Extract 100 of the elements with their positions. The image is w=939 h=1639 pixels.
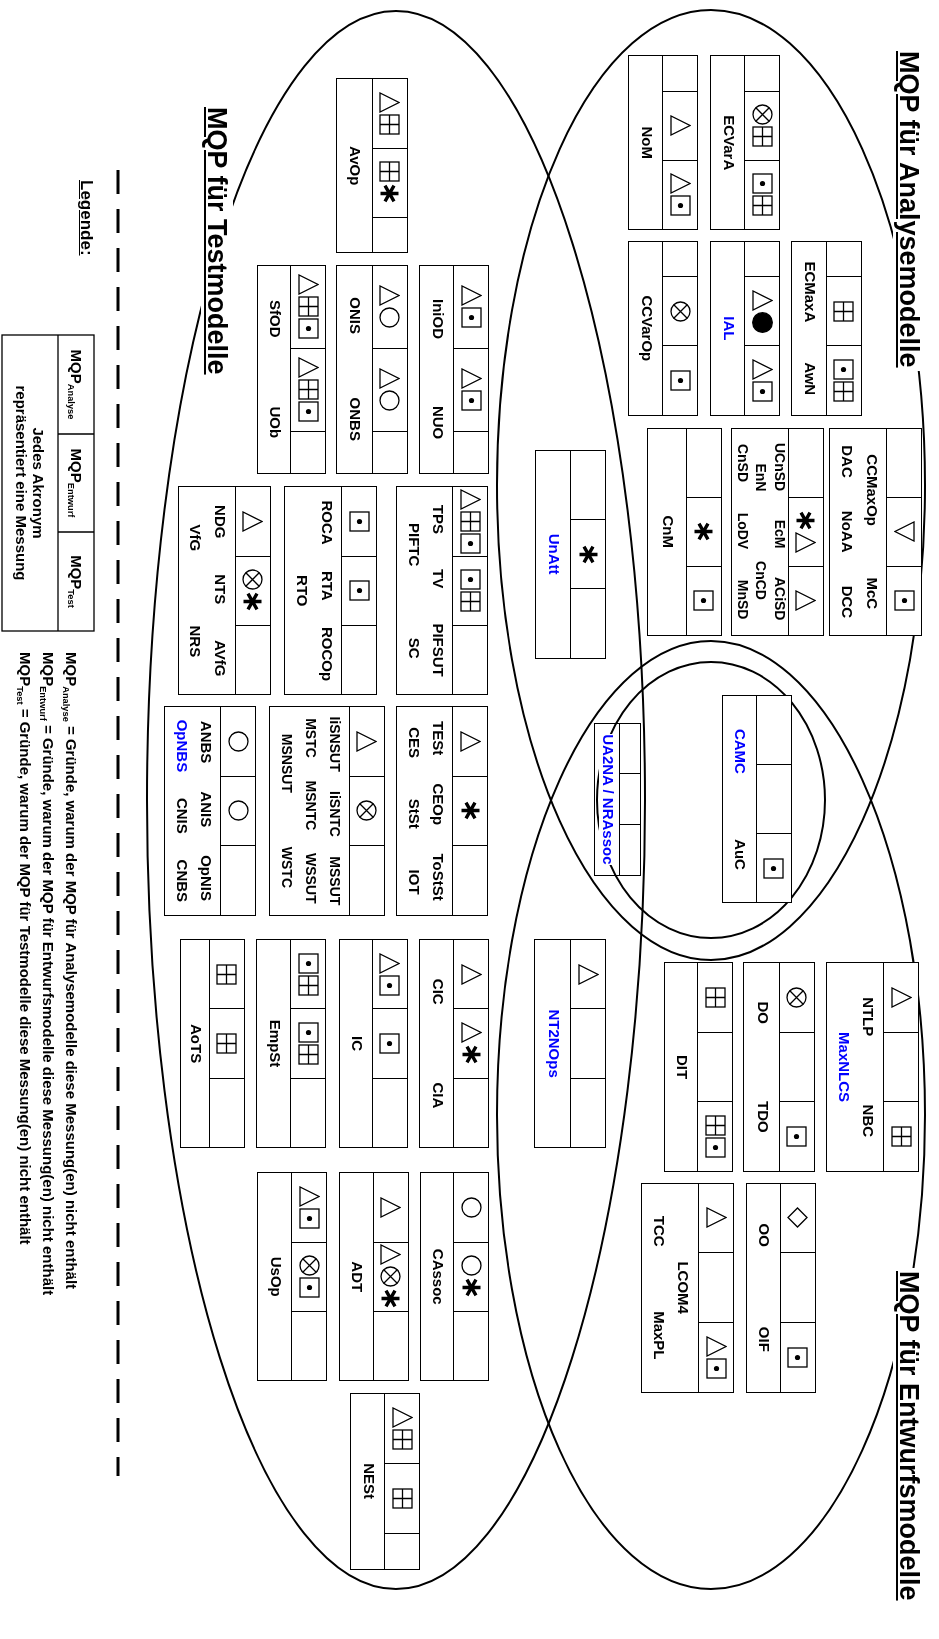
acronym: IniOD (429, 299, 446, 339)
acronym: AwN (801, 362, 818, 396)
acronym: OpNIS (197, 855, 214, 901)
measure-card (710, 55, 781, 230)
acronym: CEOp (429, 783, 446, 826)
measure-card (256, 939, 327, 1149)
acronym: AVfG (211, 640, 229, 677)
acronym: CnM (659, 515, 676, 548)
acronym: MSTC (302, 718, 318, 758)
acronym: MSNTC (302, 780, 318, 831)
acronym: LoDV (734, 512, 751, 550)
measure-card (829, 427, 923, 636)
acronym: MSNSUT (278, 733, 294, 793)
acronym: IiSNSUT (326, 716, 342, 772)
measure-card (664, 962, 733, 1173)
measure-card (534, 939, 607, 1149)
acronym: CAMC (731, 728, 749, 774)
acronym: RTO (293, 575, 311, 607)
acronym: ECMaxA (801, 261, 818, 323)
acronym: IC (348, 1036, 365, 1052)
acronym: DCC (838, 585, 855, 619)
measure-card (743, 962, 815, 1173)
acronym: NDG (211, 505, 229, 539)
acronym: ANIS (197, 791, 214, 828)
acronym: OpNBS (173, 719, 190, 773)
acronym: UsOp (267, 1256, 284, 1297)
measure-card (419, 264, 490, 474)
acronym: ANBS (197, 720, 214, 764)
acronym: DAC (838, 445, 855, 478)
measure-card (338, 939, 408, 1149)
acronym: WSTC (278, 846, 294, 888)
measure-card (790, 240, 862, 417)
measure-card (647, 427, 722, 636)
acronym: OO (755, 1223, 773, 1247)
acronym: ROCOp (318, 626, 335, 682)
measure-card (350, 1392, 421, 1570)
measure-card (721, 695, 792, 904)
acronym: ROCA (318, 500, 335, 545)
legend-title: Legende: (76, 180, 96, 256)
acronym: MaxNLCS (835, 1032, 852, 1103)
acronym: EnN (753, 463, 769, 492)
acronym: LCOM4 (674, 1261, 692, 1314)
acronym: CnSD (734, 443, 751, 483)
acronym: McC (863, 577, 880, 610)
acronym: PIFTC (405, 522, 422, 567)
measure-card (628, 55, 699, 230)
acronym: TPS (429, 504, 446, 534)
acronym: AuC (731, 839, 749, 870)
acronym: VfG (186, 524, 204, 552)
acronym: RTA (318, 570, 335, 601)
acronym: CIC (429, 978, 446, 1005)
acronym: ECVarA (720, 115, 737, 171)
measure-card (335, 78, 408, 254)
acronym: TV (429, 569, 446, 589)
acronym: CES (405, 727, 422, 759)
acronym: MnSD (734, 579, 751, 620)
acronym: TCC (650, 1215, 667, 1247)
measure-card (628, 240, 699, 417)
set-title: MQP für Testmodelle (200, 104, 233, 378)
acronym: ONBS (346, 397, 364, 441)
acronym: UCnSD (771, 442, 787, 492)
acronym: CCMaxOp (863, 454, 880, 527)
measure-card (284, 486, 378, 696)
acronym: NESt (360, 1463, 377, 1500)
measure-card (826, 962, 920, 1173)
measure-card (420, 1172, 490, 1382)
measure-card (419, 939, 490, 1149)
acronym: DIT (673, 1055, 690, 1080)
acronym: DO (754, 1001, 771, 1024)
acronym: IAL (720, 316, 737, 341)
acronym: ADT (348, 1261, 366, 1293)
measure-card (535, 449, 607, 659)
acronym: AvOp (346, 146, 364, 186)
measure-card (730, 427, 824, 636)
acronym: CNIS (173, 797, 190, 834)
measure-card (338, 1172, 409, 1382)
acronym: SfOD (266, 300, 284, 338)
acronym: CNBS (173, 859, 190, 903)
acronym: EmpSt (266, 1019, 283, 1068)
acronym: CnCD (753, 561, 769, 600)
acronym: UnAtt (545, 533, 563, 575)
measure-card (396, 486, 489, 696)
acronym: ONIS (346, 297, 364, 334)
acronym: CAssoc (429, 1248, 447, 1305)
acronym: CCVarOp (638, 295, 655, 362)
acronym: UOb (266, 406, 284, 439)
acronym: NRS (186, 625, 204, 658)
acronym: OIF (755, 1326, 773, 1352)
acronym: AoTS (187, 1023, 204, 1064)
measure-card (335, 264, 408, 474)
measure-card (641, 1182, 735, 1393)
acronym: ACiSD (771, 576, 787, 621)
acronym: NoM (638, 126, 655, 159)
measure-card (593, 722, 641, 877)
set-ellipse (596, 661, 826, 939)
acronym: EcM (771, 519, 787, 549)
measure-card (177, 486, 271, 696)
acronym: NoAA (838, 510, 855, 553)
acronym: NTS (211, 574, 229, 605)
acronym: WSSUT (302, 853, 318, 904)
